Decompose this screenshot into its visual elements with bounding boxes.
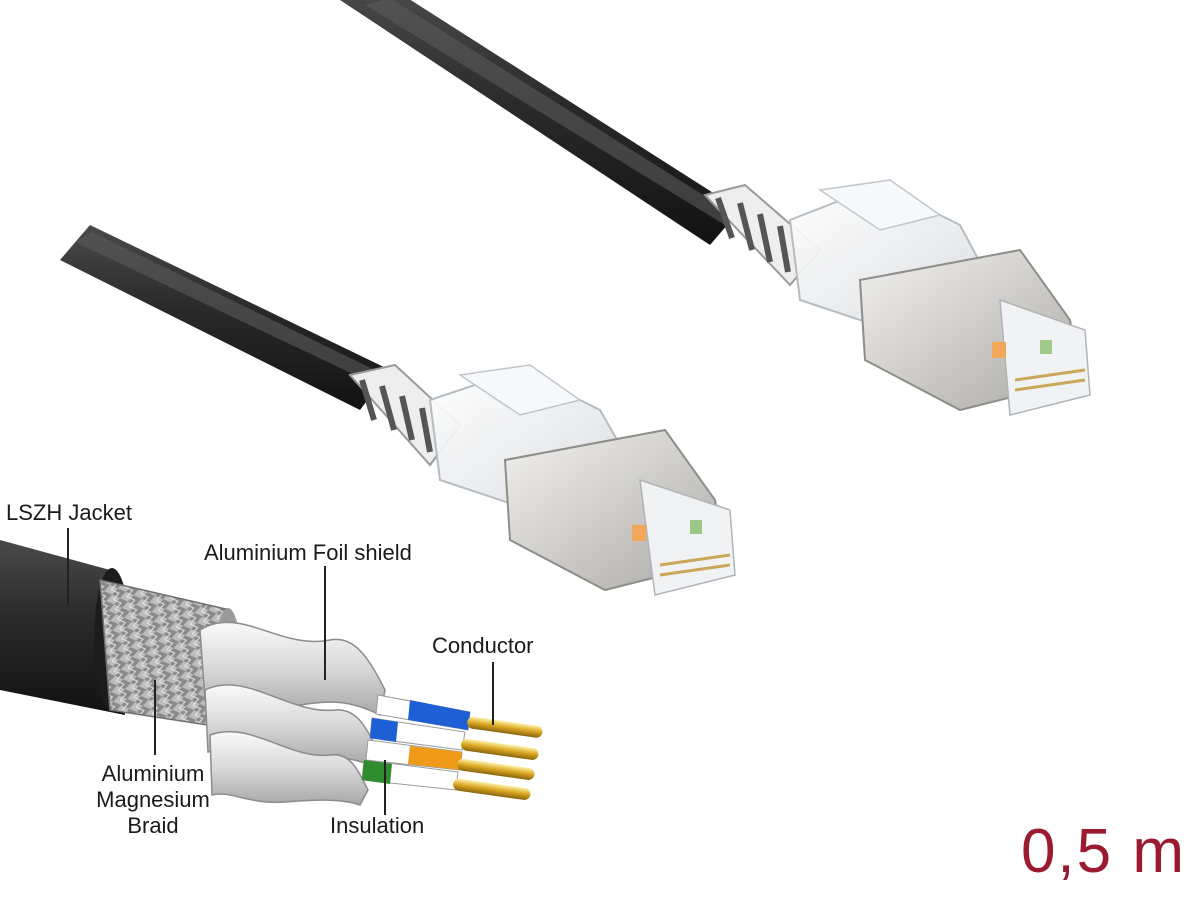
lower-cable bbox=[60, 225, 390, 410]
label-braid-line-1: Aluminium bbox=[101, 761, 205, 786]
insulated-wires-shape bbox=[361, 694, 471, 791]
label-lszh-jacket: LSZH Jacket bbox=[6, 500, 132, 525]
gold-conductors-shape bbox=[453, 716, 543, 800]
label-conductor: Conductor bbox=[432, 633, 534, 658]
upper-rj45-plug bbox=[788, 179, 1091, 416]
label-aluminium-foil-shield: Aluminium Foil shield bbox=[204, 540, 412, 565]
lower-rj45-plug bbox=[428, 364, 736, 596]
lszh-jacket-shape bbox=[0, 540, 125, 715]
upper-strain-relief bbox=[703, 183, 822, 287]
label-leader-lines bbox=[67, 528, 494, 815]
upper-cable bbox=[340, 0, 740, 245]
label-braid-line-3: Braid bbox=[127, 813, 179, 838]
cable-cross-section bbox=[0, 540, 543, 806]
cable-length-label: 0,5 m bbox=[1020, 817, 1186, 886]
label-insulation: Insulation bbox=[330, 813, 425, 838]
label-braid-line-2: Magnesium bbox=[96, 787, 210, 812]
label-aluminium-magnesium-braid: Aluminium Magnesium Braid bbox=[78, 761, 228, 839]
aluminium-foil-shield-shape bbox=[199, 621, 386, 806]
